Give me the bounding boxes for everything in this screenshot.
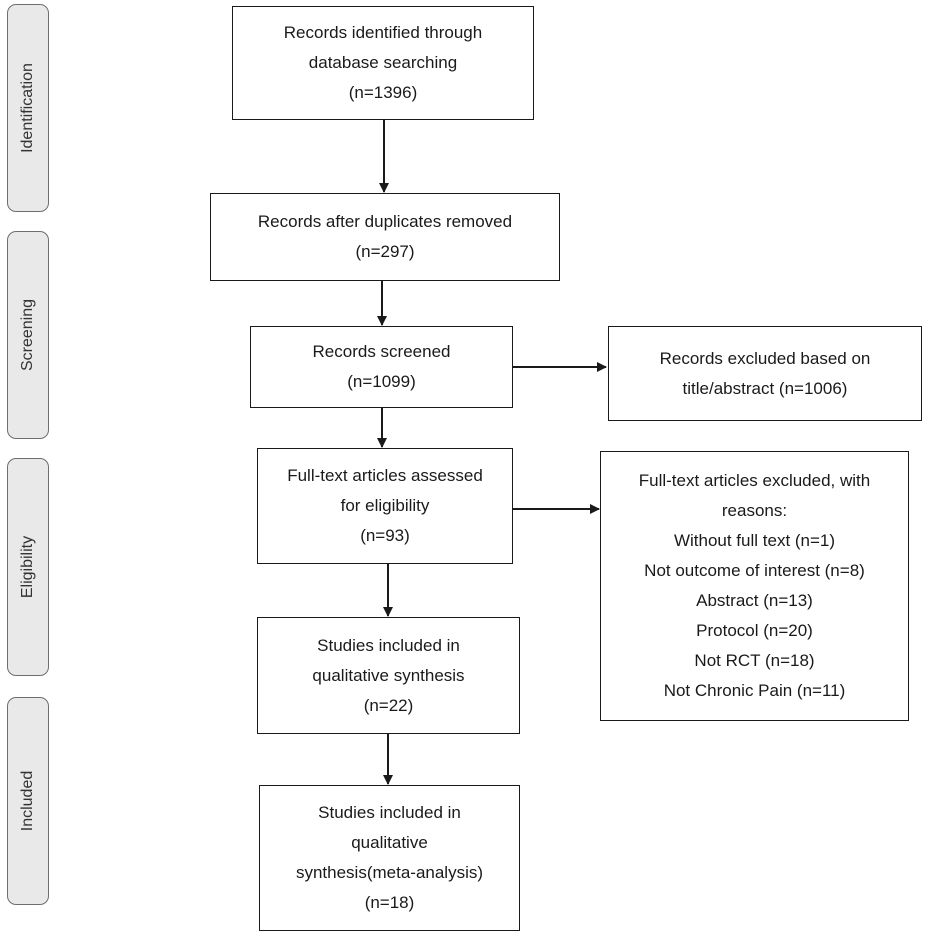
box-line: reasons: — [721, 501, 788, 520]
box-line: Records screened — [312, 342, 451, 361]
stage-identification: Identification — [7, 4, 49, 212]
box-line: Records identified through — [283, 23, 483, 42]
box-line: database searching — [308, 53, 458, 72]
box-line: Records after duplicates removed — [257, 212, 513, 231]
box-line: Without full text (n=1) — [673, 531, 836, 550]
box-line: title/abstract (n=1006) — [682, 378, 848, 398]
box-meta-analysis: Studies included in qualitative synthesi… — [259, 785, 520, 931]
box-line: Full-text articles assessed — [287, 466, 483, 485]
stage-screening: Screening — [7, 231, 49, 439]
box-line: Protocol (n=20) — [696, 621, 813, 640]
box-line: (n=1099) — [347, 372, 416, 391]
box-fulltext-assessed: Full-text articles assessed for eligibil… — [257, 448, 513, 564]
box-line: synthesis(meta-analysis) — [295, 863, 484, 882]
box-line: (n=22) — [363, 695, 414, 715]
box-qualitative-synthesis: Studies included in qualitative synthesi… — [257, 617, 520, 734]
box-fulltext-excluded: Full-text articles excluded, with reason… — [600, 451, 909, 721]
box-records-excluded: Records excluded based on title/abstract… — [608, 326, 922, 421]
box-line: for eligibility — [340, 496, 430, 515]
box-line: Full-text articles excluded, with — [638, 471, 871, 490]
box-records-identified: Records identified through database sear… — [232, 6, 534, 120]
box-line: (n=93) — [360, 526, 410, 545]
box-records-screened: Records screened (n=1099) — [250, 326, 513, 408]
box-line: Studies included in — [317, 635, 460, 655]
box-duplicates-removed: Records after duplicates removed (n=297) — [210, 193, 560, 281]
box-line: Not outcome of interest (n=8) — [644, 561, 865, 580]
stage-included: Included — [7, 697, 49, 905]
box-line: Records excluded based on — [659, 348, 871, 368]
box-line: (n=1396) — [348, 83, 418, 102]
box-line: Not Chronic Pain (n=11) — [663, 681, 846, 700]
box-line: qualitative — [351, 833, 428, 852]
stage-eligibility: Eligibility — [7, 458, 49, 676]
box-line: Studies included in — [318, 803, 461, 822]
box-line: Abstract (n=13) — [696, 591, 813, 610]
box-line: (n=18) — [364, 893, 415, 912]
box-line: qualitative synthesis — [312, 665, 465, 685]
box-line: (n=297) — [355, 242, 415, 261]
box-line: Not RCT (n=18) — [694, 651, 815, 670]
